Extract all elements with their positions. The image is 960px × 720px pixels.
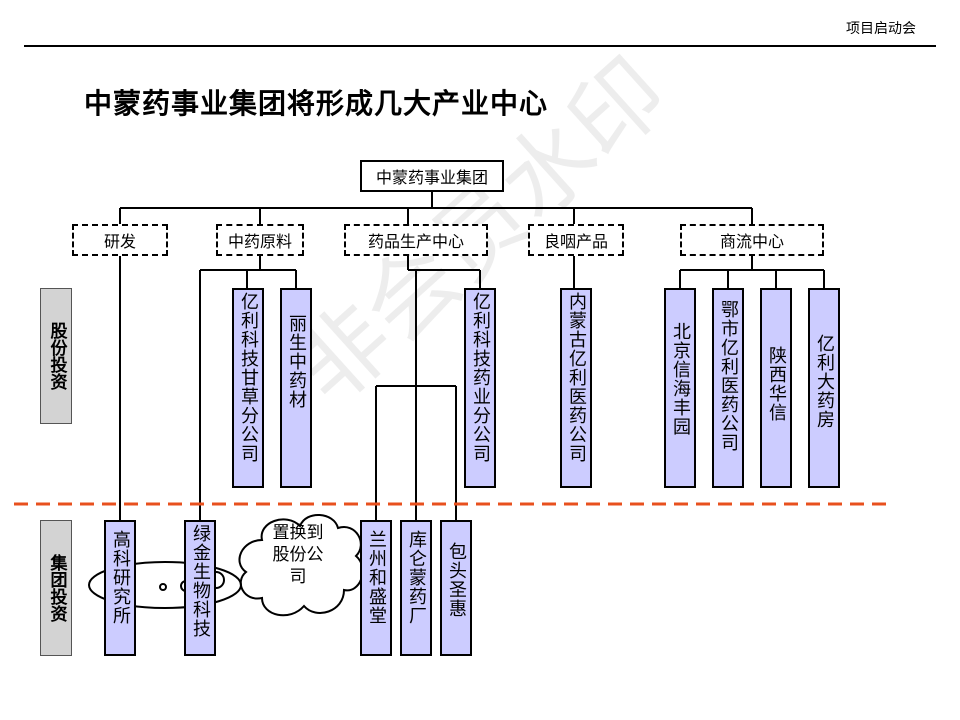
- unit-eshi-yili: 鄂市亿利医药公司: [712, 288, 744, 488]
- unit-hightech-institute: 高科研究所: [104, 520, 136, 656]
- center-throat-products: 良咽产品: [528, 224, 624, 256]
- center-tcm-materials: 中药原料: [216, 224, 304, 256]
- center-throat-products-label: 良咽产品: [543, 232, 608, 251]
- unit-lisheng-herbs: 丽生中药材: [280, 288, 312, 488]
- unit-yili-pharma-branch: 亿利科技药业分公司: [464, 288, 496, 488]
- center-rd: 研发: [72, 224, 168, 256]
- center-drug-production-label: 药品生产中心: [367, 232, 464, 251]
- unit-kulun-mongolian-pharma-label: 库仑蒙药厂: [406, 530, 427, 625]
- unit-inner-mongolia-yili-label: 内蒙古亿利医药公司: [566, 292, 587, 463]
- unit-yili-pharmacy-label: 亿利大药房: [814, 334, 835, 429]
- unit-shaanxi-huaxin: 陕西华信: [760, 288, 792, 488]
- side-label-group: 集团投资: [40, 520, 72, 656]
- thought-dot-small: [159, 583, 167, 591]
- cloud-note: 置换到股份公司: [272, 523, 324, 587]
- unit-baotou-shenghui: 包头圣惠: [440, 520, 472, 656]
- page-title: 中蒙药事业集团将形成几大产业中心: [84, 87, 549, 120]
- side-label-equity-text: 股份投资: [46, 322, 67, 390]
- center-commerce: 商流中心: [680, 224, 824, 256]
- unit-hightech-institute-label: 高科研究所: [110, 530, 131, 625]
- center-rd-label: 研发: [103, 232, 136, 251]
- side-label-equity: 股份投资: [40, 288, 72, 424]
- unit-lanzhou-heshengtang: 兰州和盛堂: [360, 520, 392, 656]
- ellipse-mark: [88, 561, 242, 609]
- unit-beijing-xinhai: 北京信海丰园: [664, 288, 696, 488]
- unit-lvjin-biotech-label: 绿金生物科技: [190, 524, 211, 638]
- unit-yili-licorice: 亿利科技甘草分公司: [232, 288, 264, 488]
- root-node-label: 中蒙药事业集团: [375, 168, 488, 187]
- unit-yili-pharmacy: 亿利大药房: [808, 288, 840, 488]
- unit-lanzhou-heshengtang-label: 兰州和盛堂: [366, 530, 387, 625]
- unit-kulun-mongolian-pharma: 库仑蒙药厂: [400, 520, 432, 656]
- unit-yili-licorice-label: 亿利科技甘草分公司: [238, 292, 259, 463]
- unit-baotou-shenghui-label: 包头圣惠: [446, 542, 467, 618]
- center-drug-production: 药品生产中心: [344, 224, 488, 256]
- unit-lvjin-biotech: 绿金生物科技: [184, 520, 216, 656]
- side-label-group-text: 集团投资: [46, 554, 67, 622]
- unit-beijing-xinhai-label: 北京信海丰园: [670, 322, 691, 436]
- unit-lisheng-herbs-label: 丽生中药材: [286, 314, 307, 409]
- unit-yili-pharma-branch-label: 亿利科技药业分公司: [470, 292, 491, 463]
- header-divider: [24, 45, 936, 47]
- center-commerce-label: 商流中心: [719, 232, 784, 251]
- root-node: 中蒙药事业集团: [360, 160, 504, 192]
- header-label: 项目启动会: [846, 21, 916, 37]
- unit-eshi-yili-label: 鄂市亿利医药公司: [718, 300, 739, 452]
- center-tcm-materials-label: 中药原料: [227, 232, 292, 251]
- unit-inner-mongolia-yili: 内蒙古亿利医药公司: [560, 288, 592, 488]
- unit-shaanxi-huaxin-label: 陕西华信: [766, 346, 787, 422]
